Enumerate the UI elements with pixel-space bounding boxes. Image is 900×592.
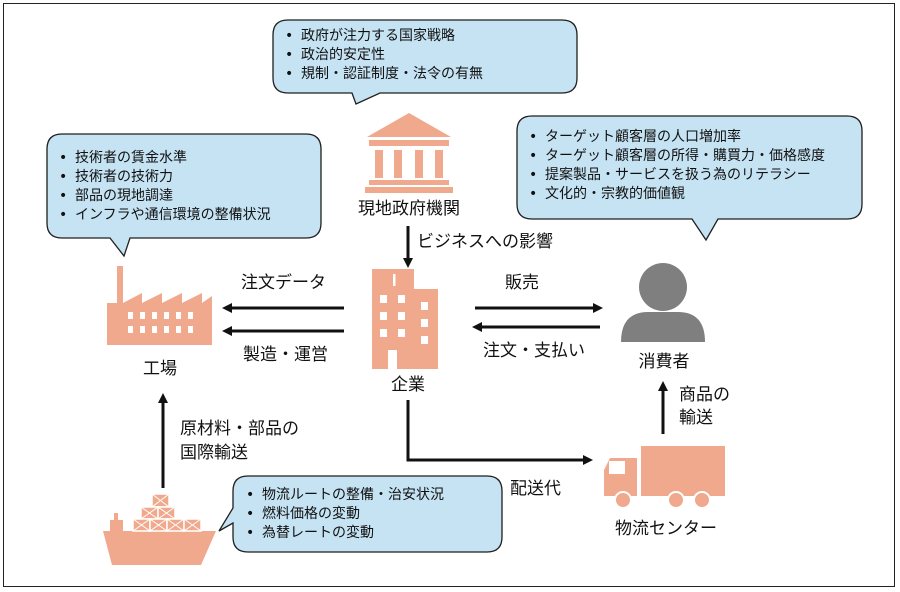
company-label: 企業	[391, 375, 425, 395]
order-data-label: 注文データ	[241, 273, 326, 293]
list-item: 技術者の賃金水準	[53, 149, 271, 168]
product-transport-label-line1: 商品の	[679, 385, 730, 405]
list-item: インフラや通信環境の整備状況	[53, 206, 271, 225]
government-label: 現地政府機関	[358, 199, 460, 219]
materials-transport-label-line1: 原材料・部品の	[180, 419, 299, 439]
list-item: 為替レートの変動	[240, 524, 444, 543]
list-item: 提案製品・サービスを扱う為のリテラシー	[523, 166, 825, 185]
government-building-icon	[365, 113, 453, 193]
business-impact-label: ビジネスへの影響	[417, 232, 553, 252]
list-item: 物流ルートの整備・治安状況	[240, 486, 444, 505]
factory-bubble-list: 技術者の賃金水準 技術者の技術力 部品の現地調達 インフラや通信環境の整備状況	[53, 149, 271, 225]
list-item: 規制・認証制度・法令の有無	[279, 65, 483, 84]
materials-transport-label-line2: 国際輸送	[180, 443, 248, 463]
consumer-label: 消費者	[638, 352, 690, 372]
list-item: 文化的・宗教的価値観	[523, 185, 825, 204]
delivery-fee-label: 配送代	[510, 479, 561, 499]
logistics-center-label: 物流センター	[615, 519, 717, 539]
office-building-icon	[372, 269, 438, 369]
factory-label: 工場	[143, 359, 177, 379]
logistics-bubble-list: 物流ルートの整備・治安状況 燃料価格の変動 為替レートの変動	[240, 486, 444, 543]
list-item: 政府が注力する国家戦略	[279, 27, 483, 46]
consumer-bubble-list: ターゲット顧客層の人口増加率 ターゲット顧客層の所得・購買力・価格感度 提案製品…	[523, 128, 825, 204]
cargo-ship-icon	[103, 493, 216, 565]
government-bubble-list: 政府が注力する国家戦略 政治的安定性 規制・認証制度・法令の有無	[279, 27, 483, 84]
person-icon	[621, 263, 705, 342]
list-item: 技術者の技術力	[53, 168, 271, 187]
arrow-delivery	[406, 400, 593, 465]
list-item: 部品の現地調達	[53, 187, 271, 206]
list-item: 政治的安定性	[279, 46, 483, 65]
order-payment-label: 注文・支払い	[483, 341, 585, 361]
list-item: 燃料価格の変動	[240, 505, 444, 524]
sales-label: 販売	[505, 273, 539, 293]
product-transport-label-line2: 輸送	[679, 408, 713, 428]
factory-icon	[107, 266, 212, 345]
manufacturing-operation-label: 製造・運営	[243, 345, 328, 365]
list-item: ターゲット顧客層の人口増加率	[523, 128, 825, 147]
list-item: ターゲット顧客層の所得・購買力・価格感度	[523, 147, 825, 166]
truck-icon	[604, 446, 725, 509]
